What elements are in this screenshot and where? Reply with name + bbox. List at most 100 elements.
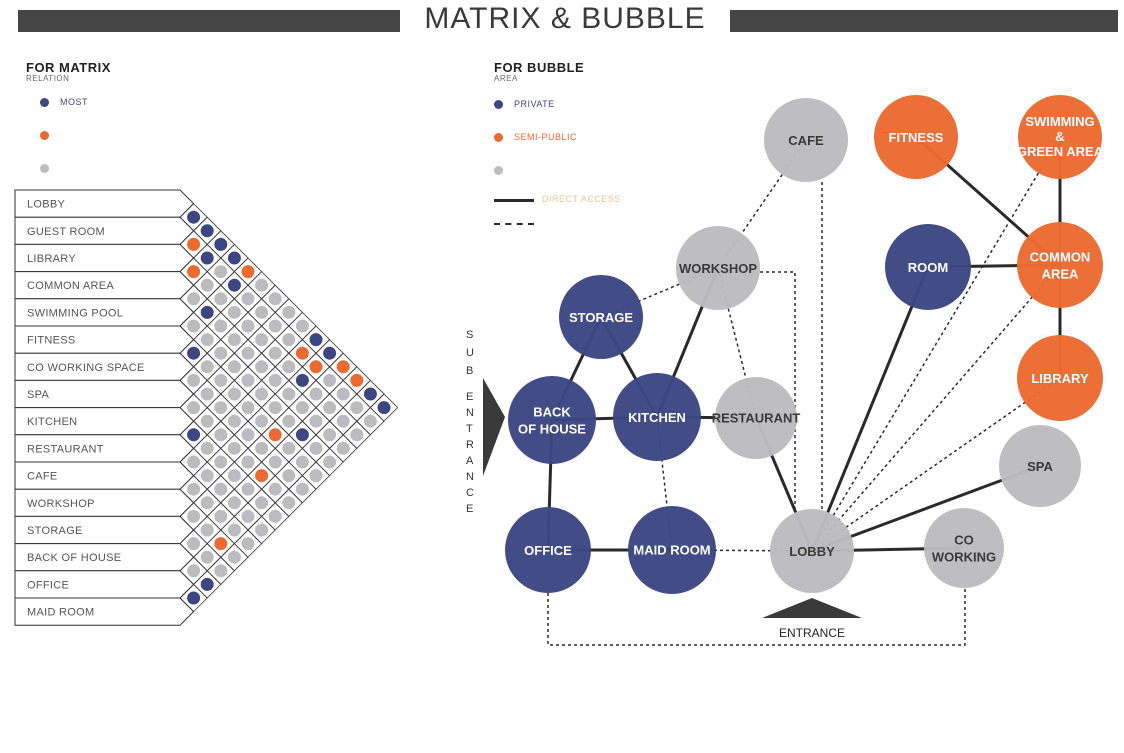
bubble-label: LOBBY <box>789 544 835 559</box>
matrix-relation-dot <box>336 441 350 455</box>
bubble-label: OFFICE <box>524 543 572 558</box>
matrix-row-label: CO WORKING SPACE <box>27 362 145 374</box>
matrix-relation-dot <box>187 401 201 415</box>
sub-entrance-letter: R <box>466 439 474 451</box>
bubble-circle <box>874 95 958 179</box>
matrix-relation-dot <box>214 428 228 442</box>
matrix-relation-dot <box>255 414 269 428</box>
bubble-legend-label-0: PRIVATE <box>514 99 555 109</box>
matrix-relation-dot <box>295 346 309 360</box>
bubble-office: OFFICE <box>505 507 591 593</box>
matrix-relation-dot <box>187 346 201 360</box>
entrance-arrow-icon <box>762 598 862 618</box>
bubble-circle <box>613 373 701 461</box>
matrix-relation-dot <box>214 292 228 306</box>
bubble-spa: SPA <box>999 425 1081 507</box>
matrix-relation-dot <box>227 251 241 265</box>
matrix-relation-dot <box>187 292 201 306</box>
bubble-label: KITCHEN <box>628 410 686 425</box>
bubble-fitness: FITNESS <box>874 95 958 179</box>
bubble-circle <box>1018 95 1102 179</box>
bubble-label: GREEN AREA <box>1017 144 1104 159</box>
matrix-row-label: SPA <box>27 389 49 401</box>
matrix-relation-dot <box>350 373 364 387</box>
bubble-restaurant: RESTAURANT <box>712 377 801 459</box>
matrix-legend-dot-2 <box>40 164 49 173</box>
matrix-relation-dot <box>255 360 269 374</box>
sub-entrance-letter: N <box>466 471 474 483</box>
matrix-relation-dot <box>200 414 214 428</box>
matrix-relation-dot <box>241 373 255 387</box>
matrix-relation-dot <box>187 482 201 496</box>
matrix-relation-dot <box>241 482 255 496</box>
matrix-relation-dot <box>200 333 214 347</box>
bubble-swimming: SWIMMING&GREEN AREA <box>1017 95 1104 179</box>
sub-entrance-letter: E <box>466 503 473 515</box>
matrix-relation-dot <box>309 360 323 374</box>
bubble-label: & <box>1055 129 1064 144</box>
matrix-row-label: CAFE <box>27 471 58 483</box>
matrix-relation-dot <box>227 360 241 374</box>
legend-solid-line <box>494 199 534 202</box>
matrix-relation-dot <box>336 360 350 374</box>
bubble-circle <box>1017 335 1103 421</box>
matrix-row-label: LIBRARY <box>27 253 76 265</box>
bubble-label: CO <box>954 533 974 548</box>
matrix-relation-dot <box>268 428 282 442</box>
matrix-relation-dot <box>282 469 296 483</box>
bubble-label: WORKSHOP <box>679 261 757 276</box>
matrix-relation-dot <box>214 319 228 333</box>
matrix-legend-dot-1 <box>40 131 49 140</box>
bubble-circle <box>715 377 797 459</box>
legend-solid-line-label: DIRECT ACCESS <box>542 194 621 204</box>
bubble-circle <box>508 376 596 464</box>
matrix-row-label: KITCHEN <box>27 416 77 428</box>
matrix-relation-dot <box>282 360 296 374</box>
connection-dashed <box>811 136 1061 552</box>
matrix-row-label: GUEST ROOM <box>27 226 105 238</box>
matrix-relation-dot <box>227 523 241 537</box>
matrix-relation-dot <box>214 265 228 279</box>
matrix-relation-dot <box>336 387 350 401</box>
matrix-relation-dot <box>200 496 214 510</box>
matrix-relation-dot <box>282 496 296 510</box>
bubble-lobby: LOBBY <box>770 509 854 593</box>
matrix-relation-dot <box>241 265 255 279</box>
bubble-circle <box>676 226 760 310</box>
matrix-relation-dot <box>282 441 296 455</box>
entrance-label: ENTRANCE <box>779 626 845 640</box>
matrix-relation-dot <box>377 401 391 415</box>
matrix-relation-dot <box>200 278 214 292</box>
bubble-label: OF HOUSE <box>518 422 586 437</box>
bubble-label: ROOM <box>908 260 948 275</box>
bubble-label: SWIMMING <box>1025 114 1094 129</box>
matrix-relation-dot <box>187 210 201 224</box>
matrix-relation-dot <box>268 455 282 469</box>
matrix-relation-dot <box>323 428 337 442</box>
matrix-relation-dot <box>214 509 228 523</box>
matrix-legend-title: FOR MATRIX <box>26 60 111 75</box>
matrix-relation-dot <box>187 537 201 551</box>
bubble-workshop: WORKSHOP <box>676 226 760 310</box>
bubble-label: RESTAURANT <box>712 410 801 425</box>
bubble-maidroom: MAID ROOM <box>628 506 716 594</box>
matrix-relation-dot <box>241 292 255 306</box>
bubble-legend-title: FOR BUBBLE <box>494 60 585 75</box>
matrix-legend-label-0: MOST <box>60 97 88 107</box>
matrix-relation-dot <box>323 373 337 387</box>
matrix-relation-dot <box>241 401 255 415</box>
matrix-relation-dot <box>227 414 241 428</box>
matrix-cell <box>179 583 208 613</box>
matrix-relation-dot <box>187 237 201 251</box>
matrix-relation-dot <box>241 509 255 523</box>
matrix-relation-dot <box>295 373 309 387</box>
bubble-label: MAID ROOM <box>633 542 710 557</box>
matrix-relation-dot <box>227 441 241 455</box>
matrix-relation-dot <box>282 414 296 428</box>
matrix-row-label: SWIMMING POOL <box>27 307 123 319</box>
sub-entrance-letter: S <box>466 329 473 341</box>
matrix-relation-dot <box>363 414 377 428</box>
